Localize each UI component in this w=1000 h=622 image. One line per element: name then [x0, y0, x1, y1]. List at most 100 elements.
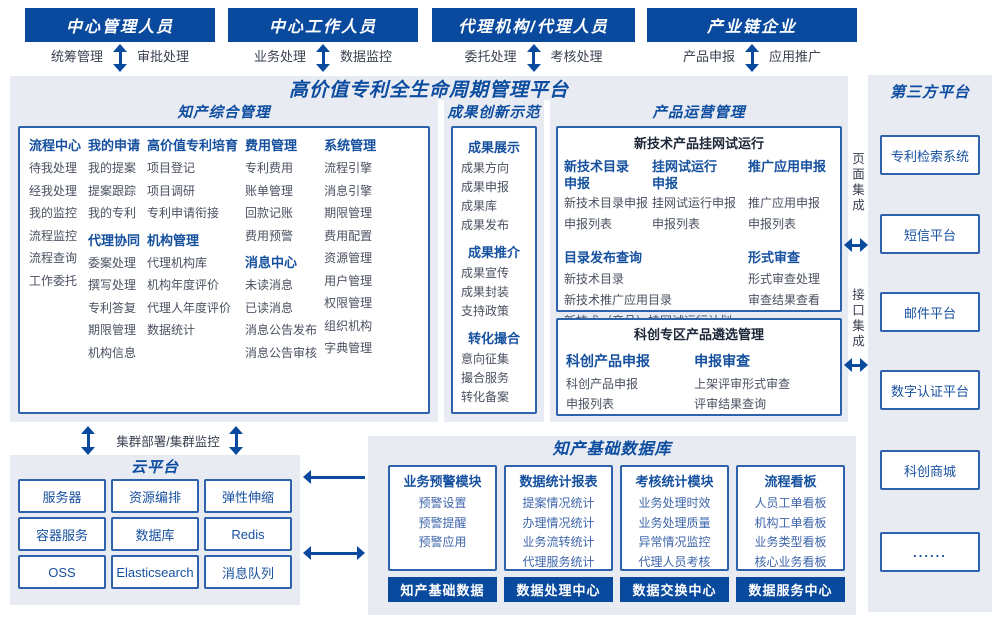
- section-product-operation-title: 产品运营管理: [652, 105, 746, 121]
- module-heading: 考核统计模块: [635, 474, 714, 489]
- menu-item: 申报列表: [566, 397, 615, 411]
- role-duty-right: 数据监控: [340, 49, 393, 64]
- menu-group: 流程中心 待我处理 经我处理 我的监控 流程监控 流程查询 工作委托: [29, 135, 81, 292]
- module-heading: 业务预警模块: [403, 474, 482, 489]
- double-arrow-vertical-icon: [526, 44, 541, 72]
- menu-column: 我的申请 我的提案 提案跟踪 我的专利 代理协同 委案处理 撰写处理 专利答复 …: [88, 135, 140, 405]
- role-duty-left: 产品申报: [682, 49, 735, 64]
- menu-column: 挂网试运行申报 挂网试运行申报 申报列表: [652, 155, 748, 235]
- cloud-panel: 云平台 服务器 资源编排 弹性伸缩 容器服务 数据库 Redis OSS Ela…: [10, 455, 300, 605]
- role-duty-right: 考核处理: [550, 49, 603, 64]
- section-ip-management-title: 知产综合管理: [177, 105, 271, 121]
- double-arrow-vertical-icon: [745, 44, 759, 72]
- menu-item: 消息公告审核: [245, 345, 318, 360]
- group-heading: 我的申请: [88, 138, 141, 153]
- menu-item: 核心业务看板: [754, 554, 827, 569]
- menu-item: 成果封装: [461, 285, 510, 299]
- menu-item: 待我处理: [29, 161, 78, 175]
- role-duties: 委托处理 考核处理: [432, 48, 635, 66]
- menu-item: 专利答复: [88, 300, 137, 315]
- role-title-bar: 代理机构/代理人员: [432, 8, 635, 42]
- menu-item: 审查结果查看: [748, 293, 821, 307]
- box-heading: 科创专区产品遴选管理: [633, 327, 764, 342]
- menu-item: 委案处理: [88, 255, 137, 270]
- role-duty-right: 审批处理: [137, 49, 190, 64]
- menu-item: 代理机构库: [147, 255, 208, 270]
- menu-item: 资源管理: [324, 251, 373, 265]
- menu-item: 消息公告发布: [245, 323, 318, 337]
- menu-item: 用户管理: [324, 273, 373, 288]
- menu-item: 组织机构: [324, 318, 373, 333]
- group-heading: 形式审查: [748, 250, 801, 265]
- menu-group: 代理协同 委案处理 撰写处理 专利答复 期限管理 机构信息: [88, 230, 140, 365]
- menu-item: 撰写处理: [88, 278, 137, 292]
- group-heading: 系统管理: [324, 138, 377, 153]
- db-module: 流程看板 人员工单看板 机构工单看板 业务类型看板 核心业务看板: [736, 465, 845, 571]
- menu-item: 意向征集: [461, 352, 510, 366]
- database-panel: 知产基础数据库 业务预警模块 预警设置 预警提醒 预警应用 数据统计报表 提案情…: [368, 436, 856, 615]
- menu-item: 申报列表: [564, 217, 613, 231]
- cloud-service: 服务器: [18, 479, 106, 513]
- menu-item: 机构信息: [88, 345, 137, 360]
- group-heading: 挂网试运行申报: [652, 159, 718, 191]
- group-heading: 代理协同: [88, 232, 141, 248]
- arrow-left-icon: [303, 470, 365, 484]
- menu-item: 人员工单看板: [754, 496, 827, 510]
- role-duty-left: 委托处理: [464, 49, 517, 64]
- db-module: 数据统计报表 提案情况统计 办理情况统计 业务流转统计 代理服务统计: [504, 465, 613, 571]
- section-achievement-box: 成果展示 成果方向 成果申报 成果库 成果发布 成果推介 成果宣传 成果封装 支…: [451, 126, 537, 414]
- sci-tech-selection-box: 科创专区产品遴选管理 科创产品申报 科创产品申报 申报列表 申报审查 上架评审形…: [556, 318, 842, 416]
- group-heading: 机构管理: [147, 232, 200, 248]
- menu-item: 工作委托: [29, 273, 78, 288]
- menu-item: 专利申请衔接: [147, 206, 220, 220]
- menu-item: 项目调研: [147, 183, 196, 198]
- menu-group: 费用管理 专利费用 账单管理 回款记账 费用预警: [245, 135, 317, 247]
- menu-row: 科创产品申报 科创产品申报 申报列表 申报审查 上架评审形式审查 评审结果查询: [566, 348, 832, 414]
- db-module: 业务预警模块 预警设置 预警提醒 预警应用: [388, 465, 497, 571]
- role-duty-left: 统筹管理: [50, 49, 103, 64]
- double-arrow-vertical-icon: [229, 426, 243, 455]
- db-center-label: 数据处理中心: [504, 577, 613, 602]
- menu-column: 申报审查 上架评审形式审查 评审结果查询: [694, 348, 832, 414]
- menu-column: 推广应用申报 推广应用申报 申报列表: [748, 155, 834, 235]
- menu-column: 流程中心 待我处理 经我处理 我的监控 流程监控 流程查询 工作委托: [29, 135, 81, 405]
- cluster-label: 集群部署/集群监控: [116, 435, 220, 449]
- menu-item: 提案情况统计: [522, 496, 595, 510]
- role-title-bar: 产业链企业: [647, 8, 857, 42]
- group-heading: 流程中心: [29, 138, 82, 153]
- role-industry-chain: 产业链企业 产品申报 应用推广: [647, 8, 857, 78]
- group-heading: 费用管理: [245, 138, 298, 153]
- group-heading: 科创产品申报: [566, 353, 650, 369]
- menu-column: 新技术目录申报 新技术目录申报 申报列表: [564, 155, 652, 235]
- menu-item: 异常情况监控: [638, 535, 711, 549]
- menu-column: 系统管理 流程引擎 消息引擎 期限管理 费用配置 资源管理 用户管理 权限管理 …: [324, 135, 376, 405]
- section-ip-management-box: 流程中心 待我处理 经我处理 我的监控 流程监控 流程查询 工作委托 我的申请 …: [18, 126, 430, 414]
- menu-item: 字典管理: [324, 341, 373, 355]
- module-heading: 数据统计报表: [519, 474, 598, 489]
- menu-group: 我的申请 我的提案 提案跟踪 我的专利: [88, 135, 140, 225]
- menu-column: 科创产品申报 科创产品申报 申报列表: [566, 348, 694, 414]
- api-integration-label: 接口集成: [850, 288, 864, 350]
- menu-item: 形式审查处理: [748, 272, 821, 286]
- menu-item: 回款记账: [245, 206, 294, 220]
- role-center-staff: 中心工作人员 业务处理 数据监控: [228, 8, 418, 78]
- cloud-service: 数据库: [111, 517, 199, 551]
- group-heading: 目录发布查询: [564, 250, 643, 265]
- menu-item: 撮合服务: [461, 371, 510, 385]
- menu-item: 业务处理质量: [638, 515, 711, 530]
- group-heading: 消息中心: [245, 255, 298, 270]
- menu-item: 我的专利: [88, 206, 137, 220]
- third-party-system: 科创商城: [880, 450, 980, 490]
- double-arrow-vertical-icon: [316, 44, 330, 72]
- third-party-title: 第三方平台: [889, 84, 970, 101]
- menu-item: 预警提醒: [418, 515, 467, 530]
- menu-item: 权限管理: [324, 296, 373, 310]
- role-title-bar: 中心工作人员: [228, 8, 418, 42]
- role-duty-left: 业务处理: [253, 49, 306, 64]
- menu-item: 成果方向: [461, 161, 510, 175]
- menu-item: 我的提案: [88, 161, 137, 175]
- database-title: 知产基础数据库: [552, 441, 672, 458]
- box-heading: 新技术产品挂网试运行: [633, 136, 764, 151]
- db-center-label: 知产基础数据: [388, 577, 497, 602]
- menu-item: 业务流转统计: [522, 535, 595, 549]
